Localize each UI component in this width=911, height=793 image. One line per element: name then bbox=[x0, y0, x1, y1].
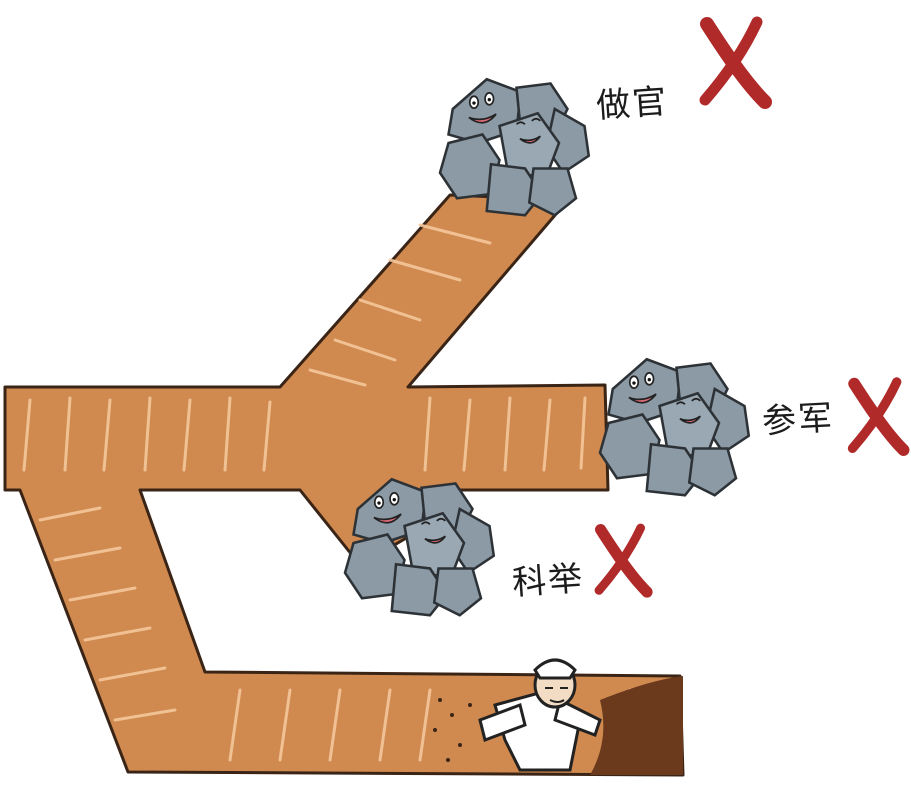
red-cross-icon bbox=[853, 382, 904, 450]
digging-person-icon bbox=[478, 658, 602, 772]
dirt-pile bbox=[433, 676, 683, 775]
label-official: 做官 bbox=[594, 81, 670, 127]
rock-pile-icon bbox=[343, 477, 496, 617]
label-exam: 科举 bbox=[510, 558, 586, 604]
red-cross-icon bbox=[705, 22, 765, 102]
label-army: 参军 bbox=[761, 398, 836, 442]
rock-pile-icon bbox=[598, 357, 751, 497]
rock-pile-icon bbox=[438, 77, 591, 217]
red-cross-icon bbox=[599, 528, 647, 592]
tunnel bbox=[3, 193, 685, 777]
